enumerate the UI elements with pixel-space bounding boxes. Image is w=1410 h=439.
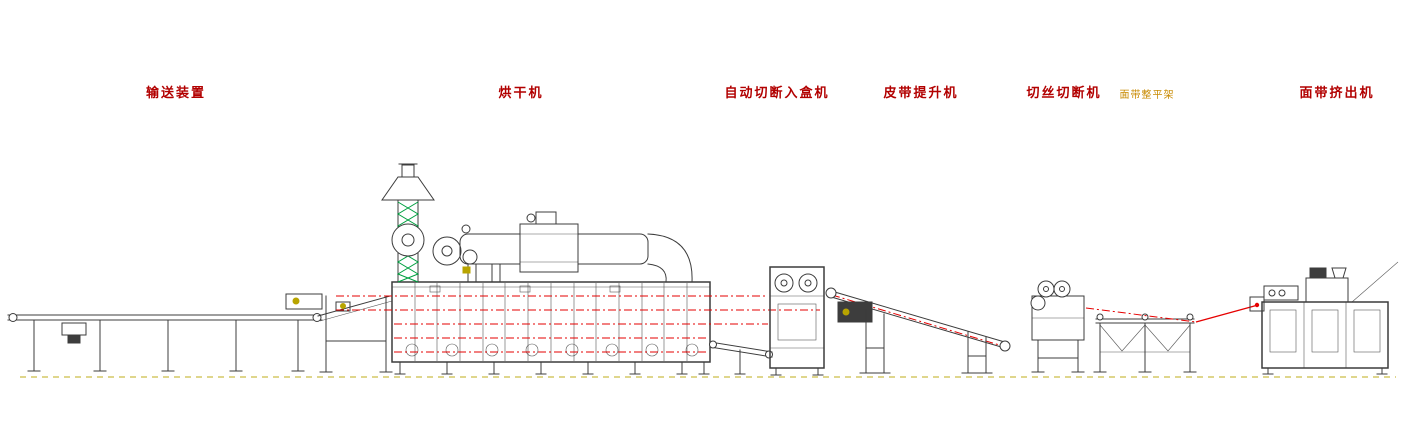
leveling-rack-drawing [1093, 313, 1197, 373]
heater-box [519, 223, 579, 273]
cabinet-door [1353, 309, 1381, 353]
duct-elbow [647, 233, 693, 283]
label-extruder: 面带挤出机 [1299, 86, 1375, 101]
cutter-motor-icon [1030, 295, 1046, 311]
extruder-platform [1305, 277, 1349, 303]
cutting-boxing-machine-drawing [769, 266, 825, 376]
noodle-band-line [1085, 302, 1260, 323]
extruder-barrel [1263, 285, 1299, 301]
head-pulley-icon [825, 287, 837, 299]
chimney-drawing [381, 163, 435, 283]
belt-pulley-icon [8, 313, 18, 322]
infeed-frame-drawing [285, 293, 393, 373]
extruder-motor-icon [1309, 267, 1327, 279]
label-shred-cutter: 切丝切断机 [1026, 86, 1102, 101]
valve-icon [462, 266, 471, 274]
dial-icon [774, 273, 794, 293]
extruder-drawing [1249, 261, 1399, 375]
label-conveyor: 输送装置 [145, 86, 207, 101]
dryer-body-drawing [391, 281, 711, 375]
feed-conveyor-drawing [7, 313, 323, 372]
exhaust-fan-icon [391, 223, 425, 257]
elevator-motor-icon [837, 301, 873, 323]
belt-elevator-drawing [825, 287, 1011, 374]
burner-motor-icon [535, 211, 557, 225]
label-leveling-rack: 面带整平架 [1119, 90, 1175, 101]
dial-icon [798, 273, 818, 293]
dryer-rollers [405, 343, 699, 357]
chimney-hood-icon [381, 176, 435, 201]
cabinet-door [1311, 309, 1339, 353]
blower-icon [432, 236, 462, 266]
hot-air-duct-drawing [432, 211, 693, 283]
label-auto-cut-box: 自动切断入盒机 [724, 86, 830, 101]
drive-dot-icon [340, 303, 346, 309]
shred-cutter-drawing [1030, 280, 1085, 373]
dryer-outfeed-conveyor-drawing [709, 340, 773, 375]
cutter-roller-icon [1037, 280, 1055, 298]
conveyor-motor-icon [67, 334, 81, 344]
cabinet-door [1269, 309, 1297, 353]
label-dryer: 烘干机 [498, 86, 544, 101]
die-head-icon [1249, 296, 1265, 312]
drive-dot-icon [292, 297, 300, 305]
blower-inlet-icon [462, 249, 478, 265]
tail-pulley-icon [999, 340, 1011, 352]
belt-pulley-icon [312, 313, 322, 322]
cutter-roller-icon [1053, 280, 1071, 298]
process-centerlines [336, 295, 820, 353]
machine-door [777, 303, 817, 341]
conveyor-drive-box [61, 322, 87, 336]
label-belt-elevator: 皮带提升机 [883, 86, 959, 101]
hopper-icon [1331, 267, 1347, 279]
